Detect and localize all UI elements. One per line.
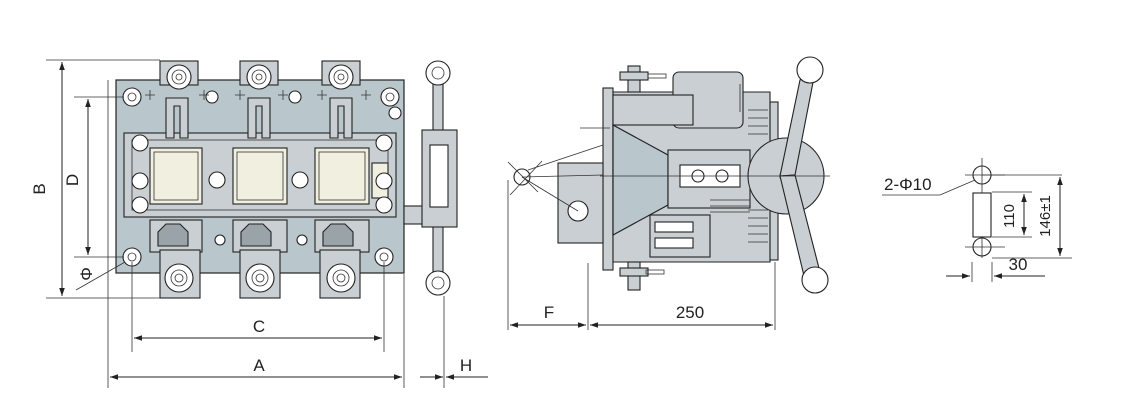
dim-label-a: A — [253, 356, 265, 375]
bottom-terminal-2 — [239, 249, 281, 299]
top-terminal-2 — [239, 60, 279, 90]
dimension-lines — [46, 59, 488, 388]
hole-detail: 2-Φ10 110 146±1 30 — [882, 158, 1072, 282]
bottom-clamps — [149, 219, 370, 253]
side-handle-lever — [779, 56, 829, 294]
dim-label-f: F — [544, 303, 554, 322]
side-bottom-bolt — [619, 261, 665, 291]
contact-box-3 — [314, 147, 370, 205]
dim-label-phi: Φ — [77, 267, 96, 281]
contact-box-1 — [149, 147, 203, 205]
operating-handle — [403, 60, 458, 296]
front-view: B D Φ C A H — [30, 59, 488, 388]
dim-label-b: B — [30, 183, 49, 194]
side-dimension-lines — [507, 180, 776, 330]
body-screws — [122, 87, 402, 267]
bottom-terminal-3 — [319, 249, 361, 299]
side-mount-plate — [602, 87, 614, 271]
top-blades — [165, 97, 353, 139]
bottom-terminal-1 — [159, 249, 201, 299]
top-terminal-3 — [321, 60, 361, 90]
side-view: F 250 — [507, 56, 830, 330]
dim-label-c: C — [253, 317, 265, 336]
dim-label-d: D — [63, 174, 82, 186]
dim-label-30: 30 — [1009, 255, 1028, 274]
dim-label-146: 146±1 — [1037, 195, 1054, 237]
dim-label-h: H — [460, 356, 472, 375]
contact-box-2 — [232, 147, 288, 205]
dim-label-250: 250 — [676, 303, 704, 322]
side-hatching — [710, 109, 768, 243]
dim-label-110: 110 — [1001, 204, 1018, 228]
top-terminal-1 — [159, 60, 199, 90]
side-top-bolt — [619, 65, 667, 93]
side-bottom-housing — [649, 214, 711, 258]
plus-marks — [145, 90, 371, 100]
dim-label-holes: 2-Φ10 — [884, 175, 932, 194]
